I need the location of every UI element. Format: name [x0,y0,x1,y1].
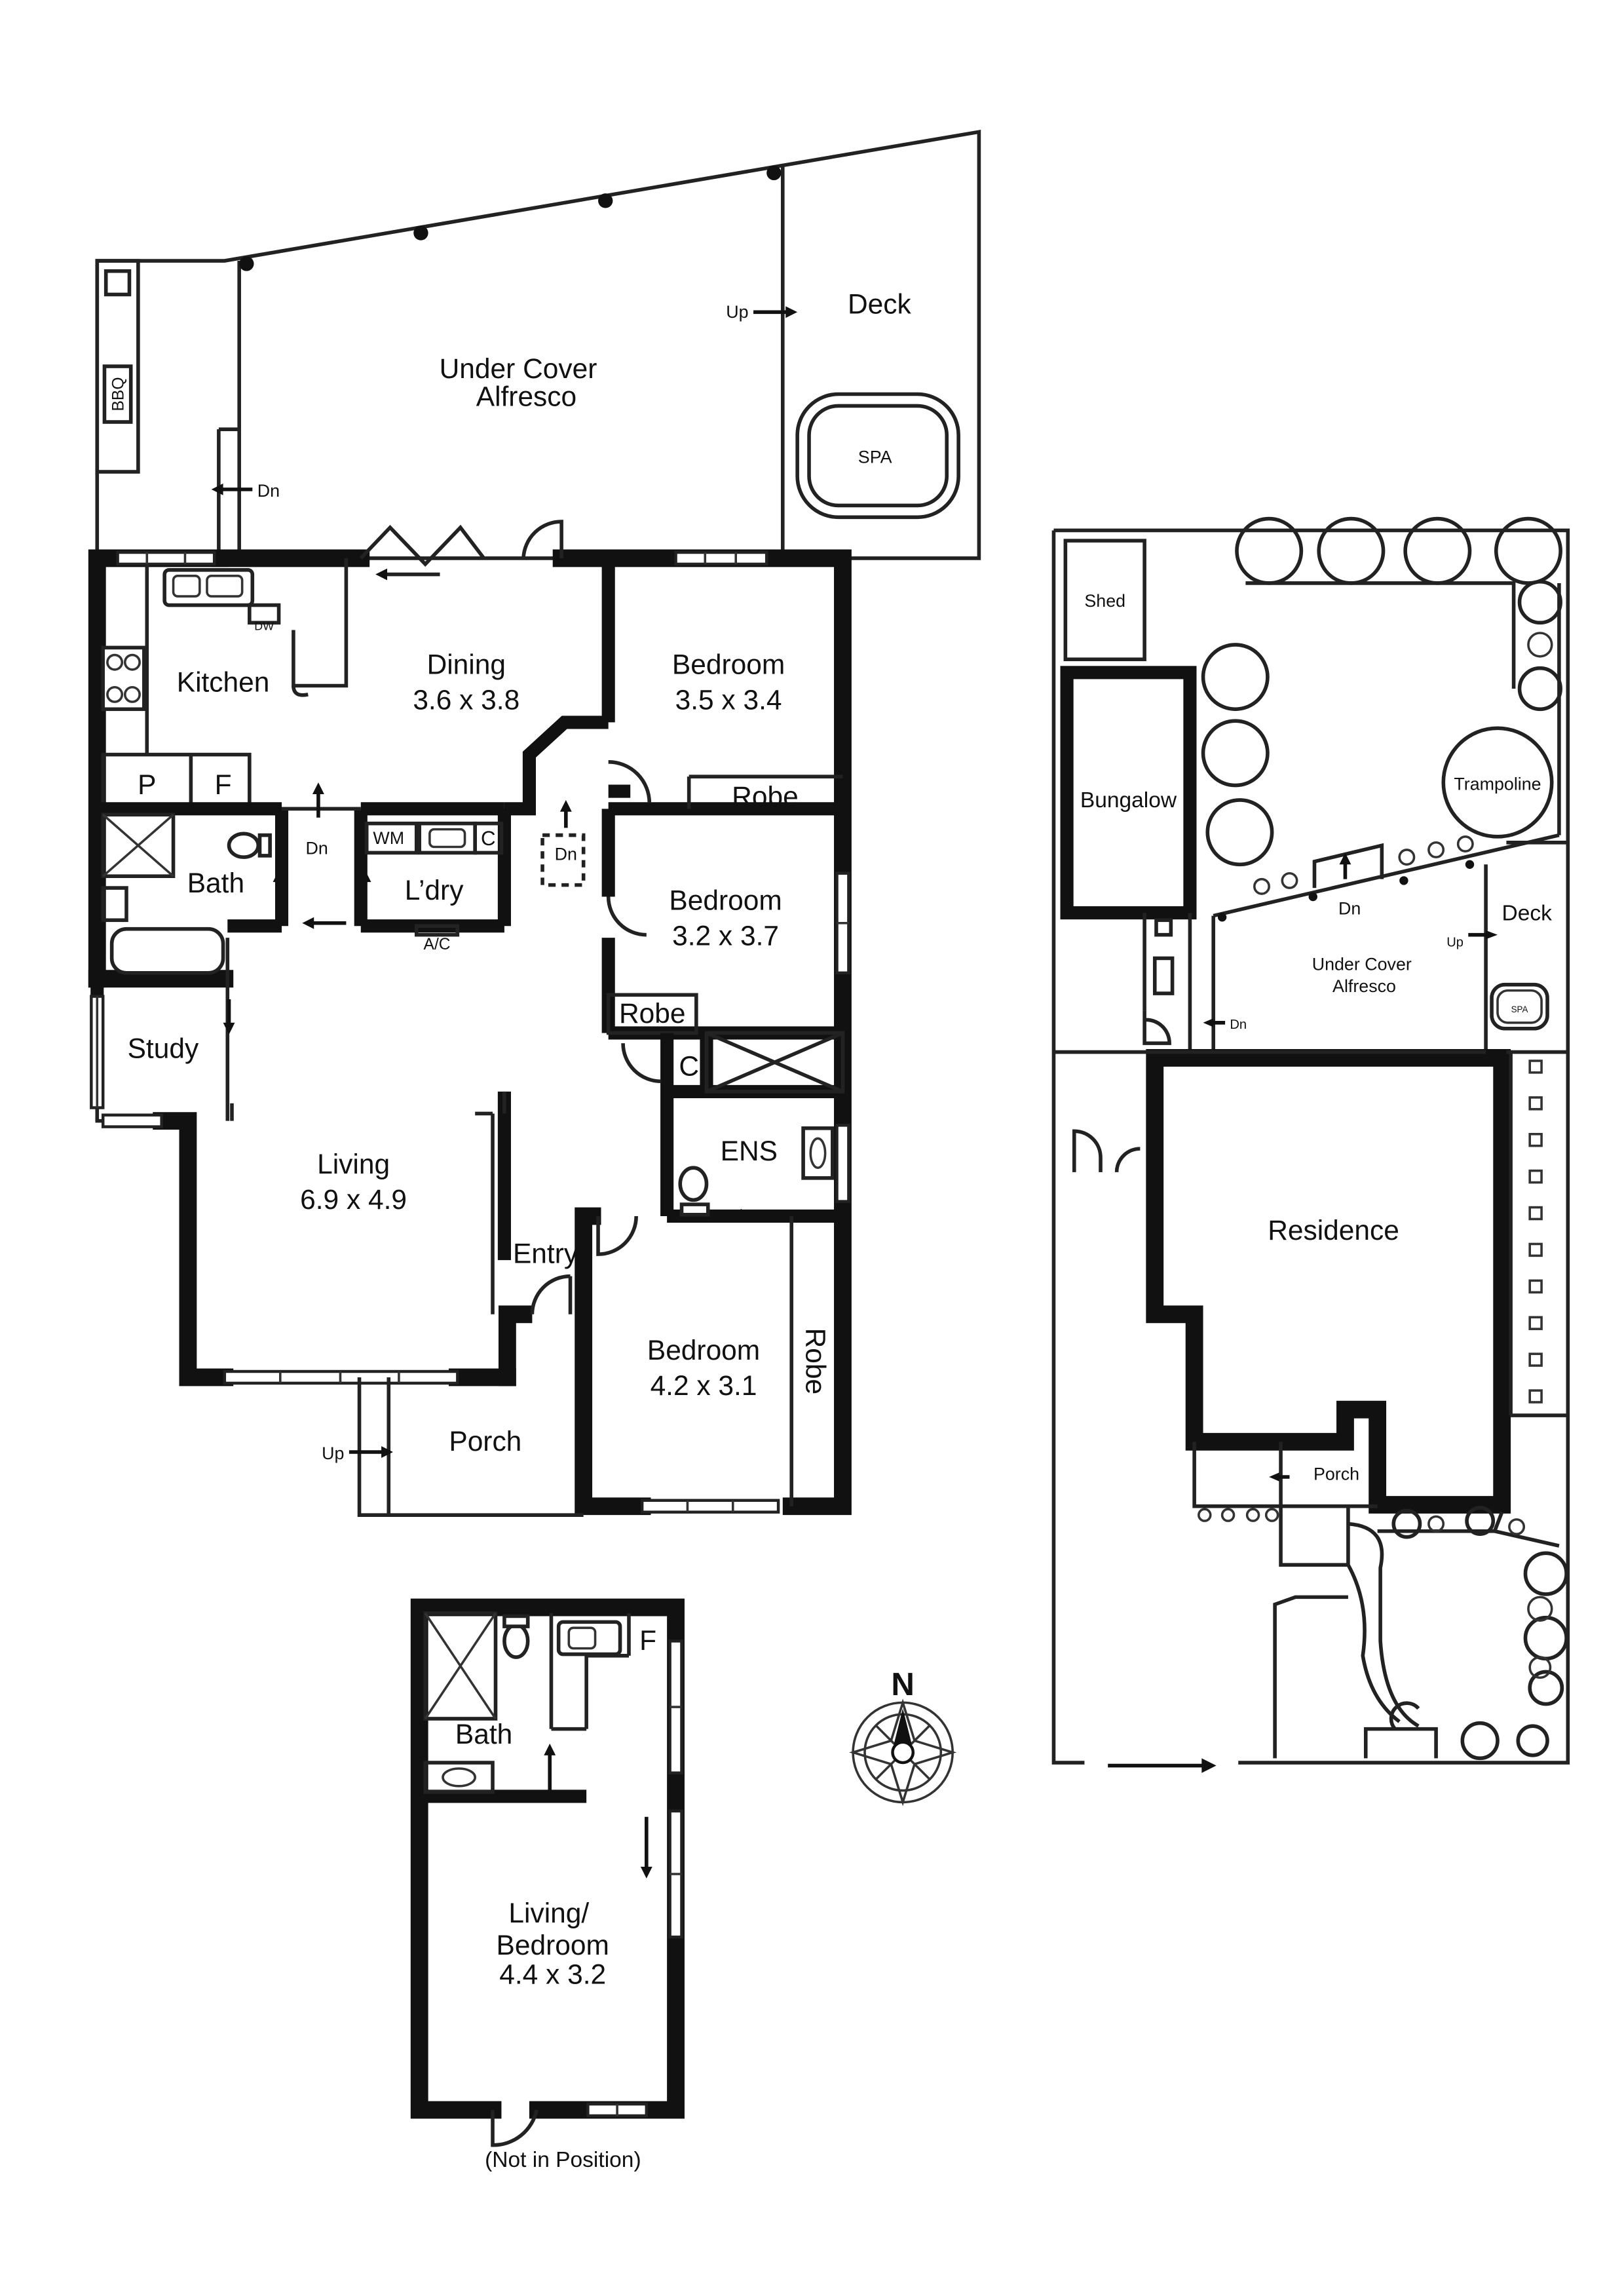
site-plan [1051,516,1570,1773]
bungalow-shower [423,1611,498,1721]
outer-wall [88,549,229,988]
robe2-label: Robe [619,999,686,1029]
site-porch-label: Porch [1313,1464,1359,1483]
alfresco-outline [95,129,981,560]
bungalow-living-size: 4.4 x 3.2 [499,1960,606,1991]
site-residence-label: Residence [1268,1215,1399,1246]
study-label: Study [128,1033,199,1064]
up-porch-label: Up [322,1444,344,1463]
site-spa-label: SPA [1511,1004,1528,1014]
bathtub [109,927,225,975]
site-bungalow-label: Bungalow [1080,788,1177,813]
ens-label: ENS [721,1136,778,1167]
laundry-label: L’dry [405,875,464,906]
outdoor-area [95,129,981,560]
site-residence [1146,1049,1511,1514]
post [413,225,428,240]
north-label: N [891,1666,915,1702]
linen-c-label: C [679,1051,699,1082]
site-trampoline-label: Trampoline [1454,774,1541,794]
bungalow-plan [410,1598,685,2147]
ac-label: A/C [424,936,451,953]
bbq-bench [95,259,140,474]
kitchen-label: Kitchen [177,667,270,698]
bedroom1-size: 3.5 x 3.4 [675,685,782,716]
dn-hall-label: Dn [555,845,577,864]
alfresco-label: Under Cover Alfresco [440,325,614,412]
dn-kitchen-label: Dn [306,839,328,858]
living-size: 6.9 x 4.9 [300,1185,407,1215]
robe1-label: Robe [732,782,799,813]
toilet [227,832,261,859]
pantry-label: P [138,770,156,801]
shower [101,813,176,878]
spa-label: SPA [858,448,892,467]
post [239,256,254,271]
site-shed [1063,539,1146,662]
site-dn-label: Dn [1230,1018,1247,1032]
bedroom2-size: 3.2 x 3.7 [672,921,779,951]
bedroom3-size: 4.2 x 3.1 [651,1371,757,1402]
site-dn-garden-label: Dn [1338,898,1361,918]
site-shed-label: Shed [1084,591,1125,611]
wm-label: WM [373,828,404,848]
porch-label: Porch [449,1426,521,1457]
site-alfresco-label: Under Cover Alfresco [1312,954,1417,996]
post [766,165,782,181]
laundry-c-label: C [481,827,496,850]
bedroom3-label: Bedroom [647,1335,760,1366]
dining-size: 3.6 x 3.8 [413,685,519,716]
fridge-label: F [215,770,232,801]
main-house [88,520,852,1517]
living-label: Living [317,1149,390,1180]
dn-alfresco-label: Dn [257,481,280,501]
post [598,193,613,208]
site-bungalow [1060,666,1197,920]
bedroom1-label: Bedroom [672,650,785,681]
bath-label: Bath [187,868,244,899]
site-deck-label: Deck [1502,901,1553,925]
entry-label: Entry [513,1239,578,1270]
robe3-label: Robe [800,1328,831,1395]
site-up-label: Up [1446,936,1463,950]
bungalow-fridge-label: F [639,1626,656,1656]
bungalow-living-label: Living/ Bedroom [497,1898,609,1961]
dw-label: DW [254,620,274,633]
spa-tub [795,392,960,520]
north-compass [849,1698,957,1807]
bbq-label: BBQ [110,377,128,411]
bungalow-bath-label: Bath [455,1719,512,1750]
deck-label: Deck [848,290,912,320]
dining-label: Dining [427,650,506,681]
up-deck-label: Up [726,302,748,322]
bedroom2-label: Bedroom [669,886,782,917]
site-trampoline [1441,726,1554,839]
not-in-position-note: (Not in Position) [485,2148,641,2172]
